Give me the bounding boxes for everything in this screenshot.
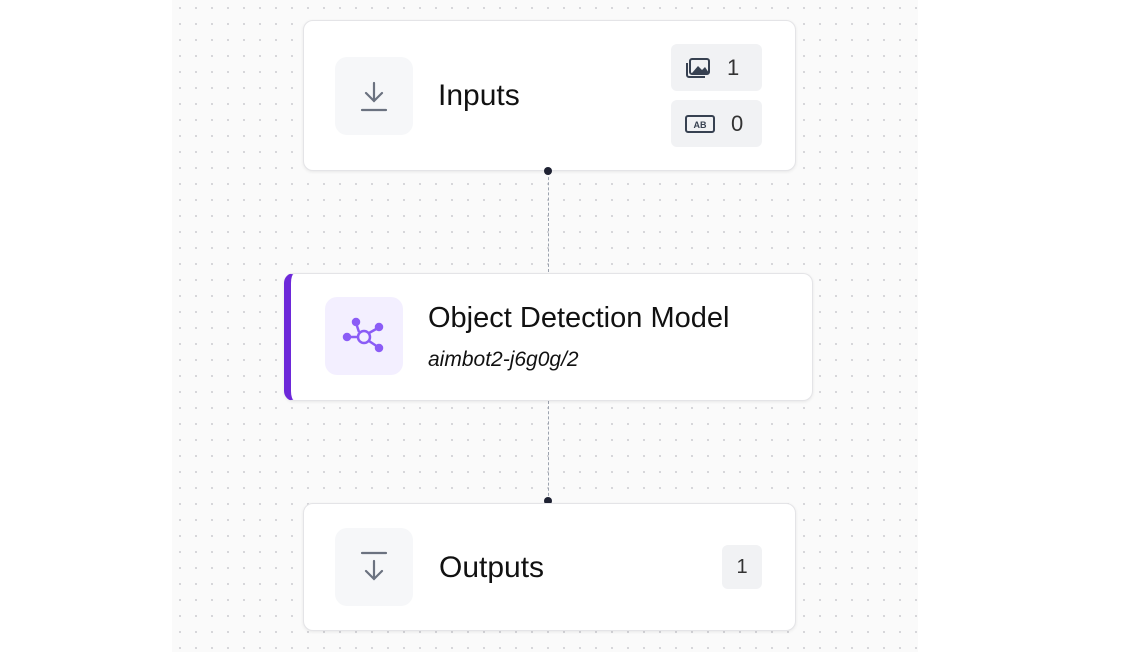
connector-edge: [548, 401, 549, 501]
output-handle[interactable]: [544, 167, 552, 175]
model-id: aimbot2-j6g0g/2: [428, 348, 579, 371]
output-count-badge: 1: [722, 545, 762, 589]
inputs-node[interactable]: Inputs 1 AB 0: [303, 20, 796, 171]
node-title: Object Detection Model: [428, 302, 730, 334]
download-bar-icon: [335, 528, 413, 606]
outputs-node[interactable]: Outputs 1: [303, 503, 796, 631]
image-input-badge: 1: [671, 44, 762, 91]
download-icon: [335, 57, 413, 135]
text-count: 0: [731, 110, 744, 136]
input-handle[interactable]: [544, 497, 552, 505]
text-icon: AB: [685, 114, 715, 133]
model-network-icon: [325, 297, 403, 375]
text-input-badge: AB 0: [671, 100, 762, 147]
image-count: 1: [727, 54, 740, 80]
object-detection-model-node[interactable]: Object Detection Model aimbot2-j6g0g/2: [284, 273, 813, 401]
node-title: Outputs: [439, 551, 545, 584]
connector-edge: [548, 172, 549, 272]
svg-text:AB: AB: [694, 120, 707, 130]
image-icon: [686, 57, 710, 78]
node-title: Inputs: [438, 79, 520, 112]
